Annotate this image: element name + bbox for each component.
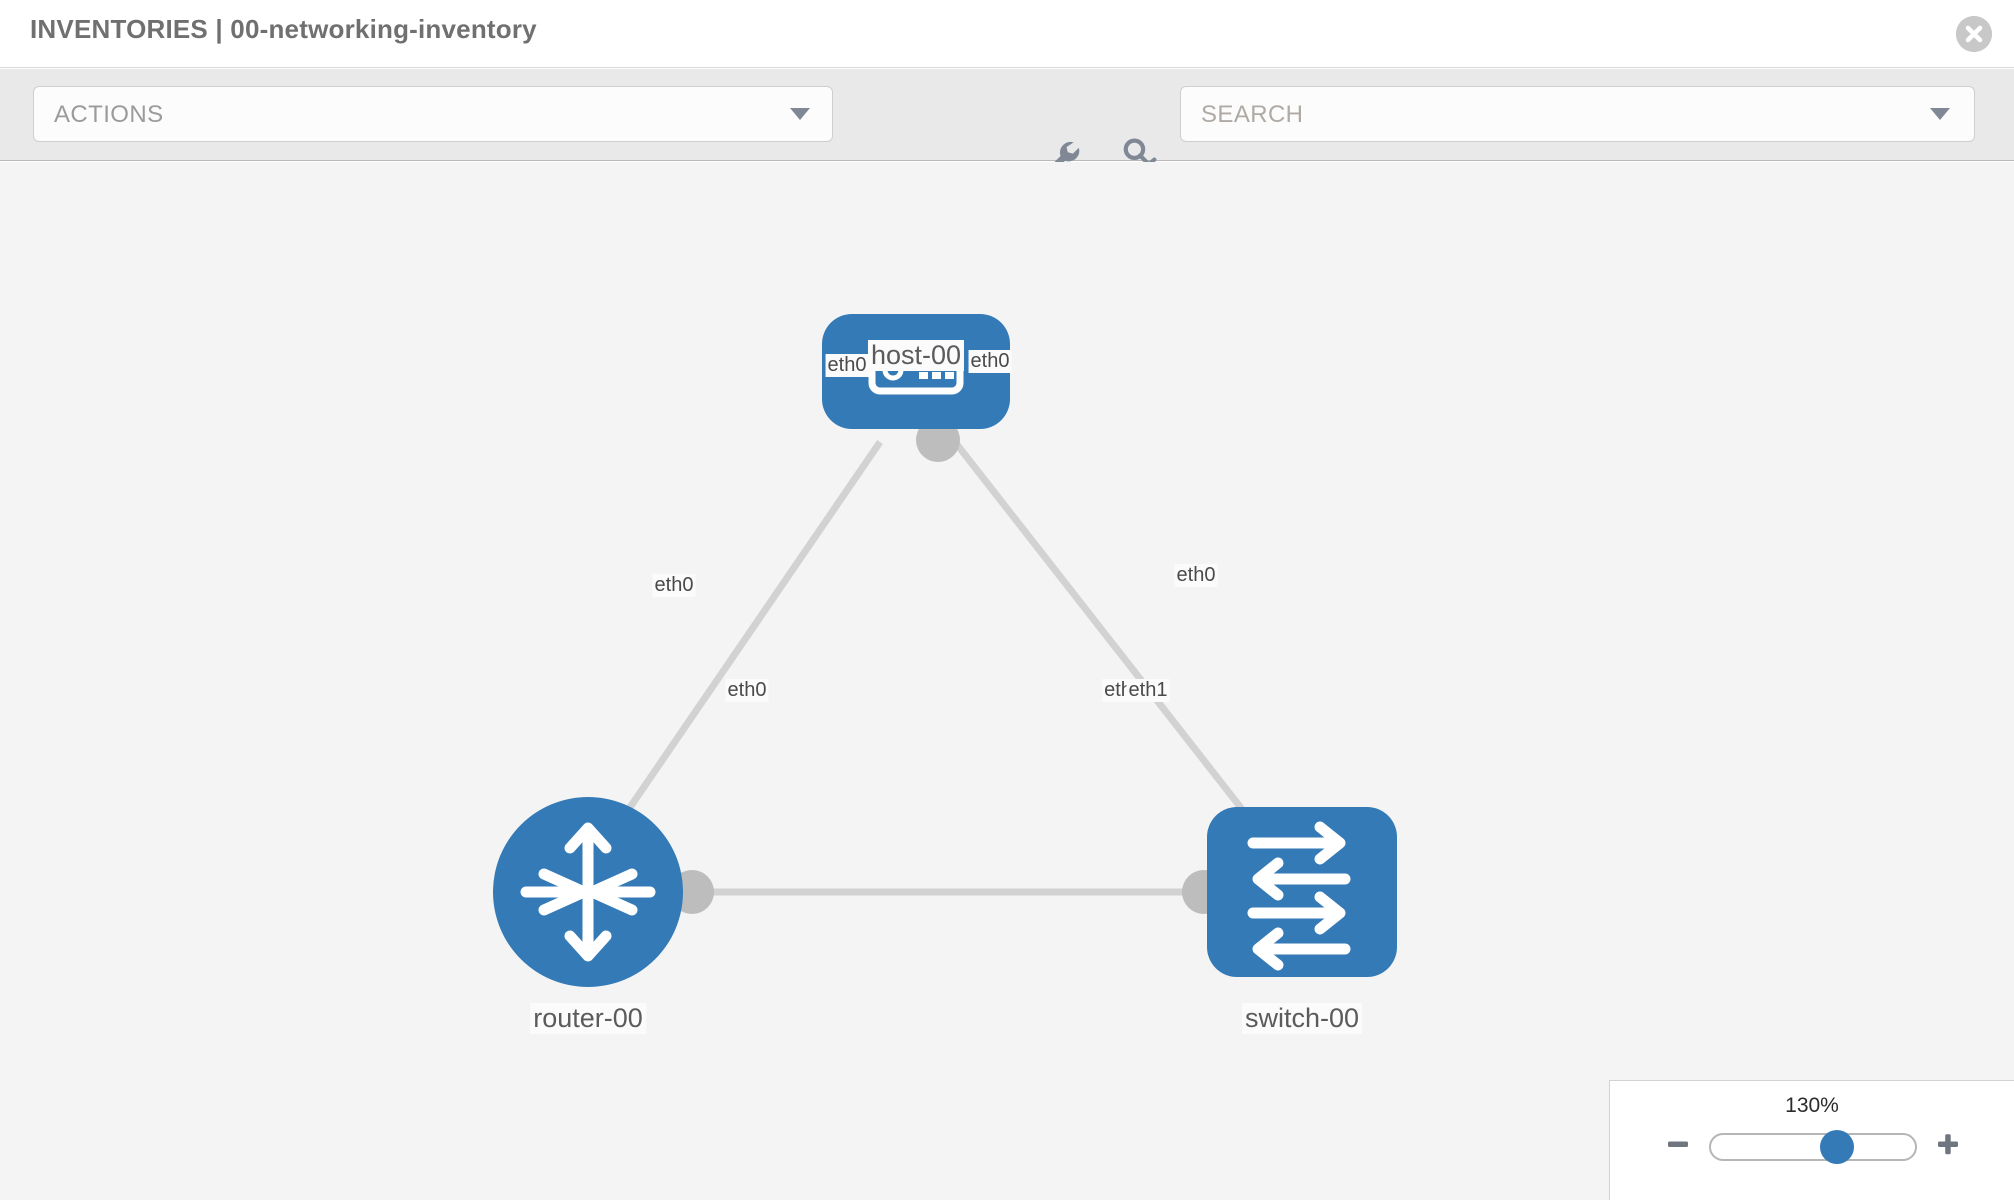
iface-label-host-eth0-left: eth0	[825, 354, 869, 377]
actions-dropdown[interactable]: ACTIONS	[33, 86, 833, 142]
iface-label-switch-eth-overlap: eth	[1102, 679, 1134, 702]
topology-canvas[interactable]: host-00 router-00 switch-00 eth0 eth0 et…	[0, 162, 2014, 1200]
iface-label-host-eth0-right: eth0	[968, 350, 1012, 373]
zoom-control-panel: 130%	[1609, 1080, 2014, 1200]
iface-label-router-eth0-uplink: eth0	[652, 574, 696, 597]
chevron-down-icon[interactable]	[1930, 108, 1950, 120]
zoom-slider-row	[1610, 1129, 2014, 1164]
search-input[interactable]: SEARCH	[1180, 86, 1975, 142]
zoom-level-value: 130%	[1785, 1094, 1839, 1117]
search-placeholder: SEARCH	[1201, 101, 1304, 128]
page-title: INVENTORIES | 00-networking-inventory	[30, 14, 537, 44]
node-switch-00[interactable]	[1207, 807, 1397, 977]
iface-label-switch-eth1: eth1	[1126, 679, 1170, 702]
iface-label-switch-eth0-uplink: eth0	[1174, 564, 1218, 587]
plus-icon[interactable]	[1935, 1131, 1961, 1162]
node-label-router-00: router-00	[530, 1003, 646, 1034]
node-label-switch-00: switch-00	[1241, 1003, 1363, 1034]
topology-connectors	[670, 418, 1256, 914]
zoom-slider-thumb[interactable]	[1819, 1129, 1854, 1164]
page-header: INVENTORIES | 00-networking-inventory	[0, 0, 2014, 68]
node-label-host-00: host-00	[867, 340, 965, 371]
close-icon[interactable]	[1956, 16, 1992, 52]
node-router-00[interactable]	[493, 797, 683, 987]
switch-arrows-icon	[1247, 821, 1351, 971]
topology-edges	[617, 439, 1255, 896]
zoom-slider-track[interactable]	[1708, 1129, 1917, 1164]
edge-host-router[interactable]	[617, 440, 883, 824]
chevron-down-icon	[790, 108, 810, 120]
topology-graph	[493, 314, 1397, 987]
minus-icon[interactable]	[1665, 1131, 1691, 1162]
router-four-arrows-icon	[520, 822, 656, 962]
actions-dropdown-label: ACTIONS	[54, 101, 164, 128]
toolbar: ACTIONS SEARCH	[0, 69, 2014, 175]
edge-host-switch[interactable]	[952, 439, 1255, 825]
iface-label-router-eth0: eth0	[725, 679, 769, 702]
